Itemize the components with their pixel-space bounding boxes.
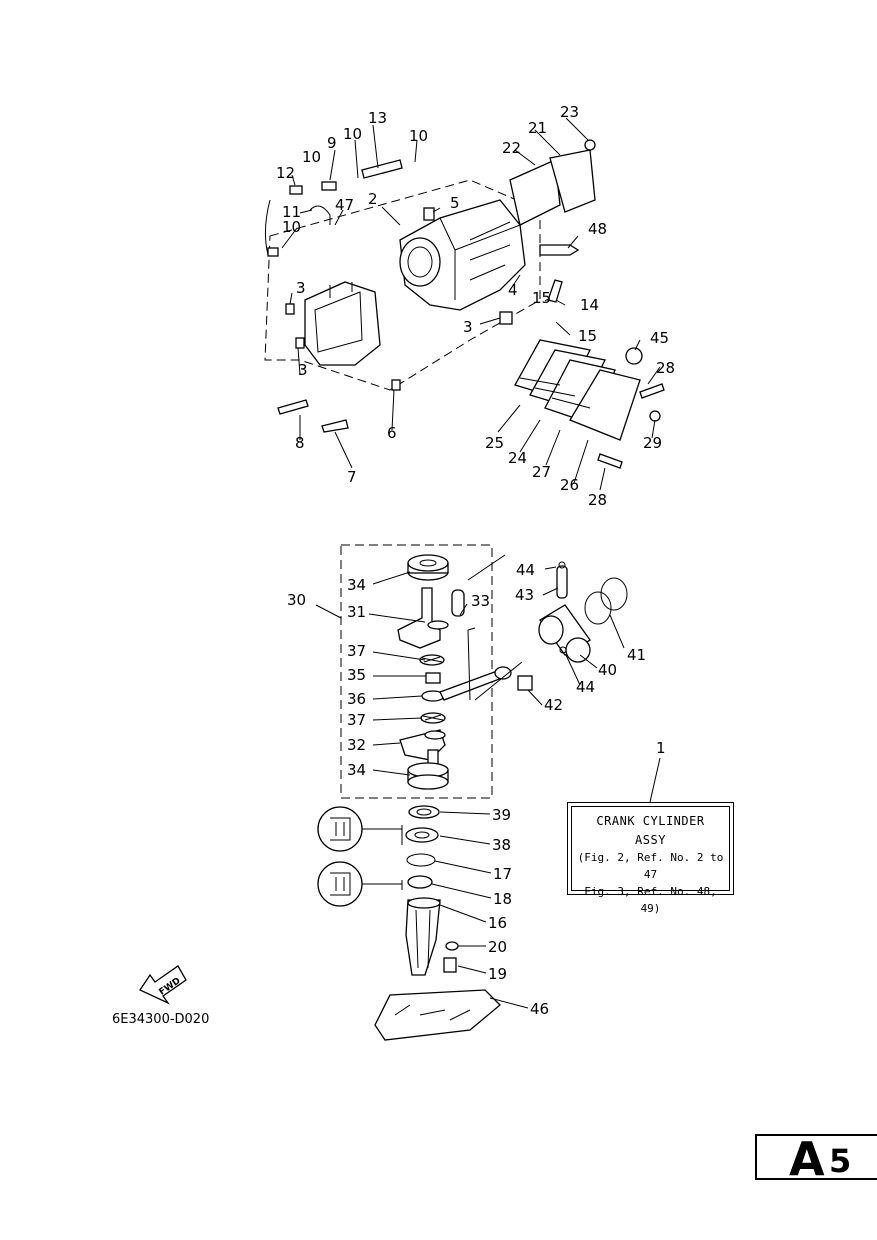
- detail-circle: [317, 861, 363, 907]
- callout-21: 21: [528, 119, 547, 137]
- callout-37: 37: [347, 711, 366, 729]
- callout-33: 33: [471, 592, 490, 610]
- callout-15: 15: [578, 327, 597, 345]
- lower-assembly: [315, 544, 661, 1041]
- callout-3: 3: [298, 361, 308, 379]
- callout-26: 26: [560, 476, 579, 494]
- assembly-title-line2: ASSY: [635, 832, 666, 847]
- callout-3: 3: [463, 318, 473, 336]
- callout-34: 34: [347, 576, 366, 594]
- assembly-note-line2: Fig. 3, Ref. No. 48, 49): [584, 885, 717, 916]
- callout-30: 30: [287, 591, 306, 609]
- callout-11: 11: [282, 203, 301, 221]
- callout-9: 9: [327, 134, 337, 152]
- callout-44: 44: [576, 678, 595, 696]
- callout-25: 25: [485, 434, 504, 452]
- callout-36: 36: [347, 690, 366, 708]
- callout-29: 29: [643, 434, 662, 452]
- callout-27: 27: [532, 463, 551, 481]
- callout-47: 47: [335, 196, 354, 214]
- callout-19: 19: [488, 965, 507, 983]
- callout-5: 5: [450, 194, 460, 212]
- crankcase: [304, 281, 381, 366]
- assembly-note-line1: (Fig. 2, Ref. No. 2 to 47: [577, 851, 724, 882]
- lower-callouts: 44 34 43 30 31 33 41 37 40 35 44 42 36 3…: [287, 561, 666, 1018]
- assembly-title-line1: CRANK CYLINDER: [596, 814, 705, 828]
- callout-41: 41: [627, 646, 646, 664]
- callout-34: 34: [347, 761, 366, 779]
- callout-13: 13: [368, 109, 387, 127]
- callout-23: 23: [560, 103, 579, 121]
- callout-46: 46: [530, 1000, 549, 1018]
- callout-14: 14: [580, 296, 599, 314]
- detail-circle: [317, 806, 363, 852]
- callout-18: 18: [493, 890, 512, 908]
- callout-1: 1: [656, 739, 666, 757]
- callout-20: 20: [488, 938, 507, 956]
- callout-4: 4: [508, 281, 518, 299]
- page-label-number: 5: [829, 1142, 852, 1180]
- callout-7: 7: [347, 468, 357, 486]
- callout-10: 10: [343, 125, 362, 143]
- upper-callouts: 13 23 21 10 10 9 22 10 12 2 47 5 10 11 4…: [276, 103, 675, 509]
- callout-10: 10: [409, 127, 428, 145]
- callout-8: 8: [295, 434, 305, 452]
- callout-35: 35: [347, 666, 366, 684]
- callout-48: 48: [588, 220, 607, 238]
- callout-37: 37: [347, 642, 366, 660]
- figure-code: 6E34300-D020: [112, 1012, 210, 1027]
- callout-40: 40: [598, 661, 617, 679]
- callout-24: 24: [508, 449, 527, 467]
- callout-6: 6: [387, 424, 397, 442]
- callout-28: 28: [656, 359, 675, 377]
- callout-10: 10: [282, 218, 301, 236]
- callout-43: 43: [515, 586, 534, 604]
- assembly-info-box: CRANK CYLINDER ASSY (Fig. 2, Ref. No. 2 …: [567, 802, 734, 915]
- callout-39: 39: [492, 806, 511, 824]
- callout-10: 10: [302, 148, 321, 166]
- callout-45: 45: [650, 329, 669, 347]
- callout-16: 16: [488, 914, 507, 932]
- callout-31: 31: [347, 603, 366, 621]
- page-label-letter: A: [789, 1132, 825, 1186]
- upper-assembly: [264, 117, 665, 491]
- callout-28: 28: [588, 491, 607, 509]
- callout-2: 2: [368, 190, 378, 208]
- callout-17: 17: [493, 865, 512, 883]
- callout-38: 38: [492, 836, 511, 854]
- callout-15: 15: [532, 289, 551, 307]
- callout-32: 32: [347, 736, 366, 754]
- fwd-arrow-icon: FWD: [139, 965, 187, 1005]
- callout-12: 12: [276, 164, 295, 182]
- callout-44: 44: [516, 561, 535, 579]
- page-label: A 5: [755, 1132, 877, 1186]
- callout-42: 42: [544, 696, 563, 714]
- callout-22: 22: [502, 139, 521, 157]
- callout-3: 3: [296, 279, 306, 297]
